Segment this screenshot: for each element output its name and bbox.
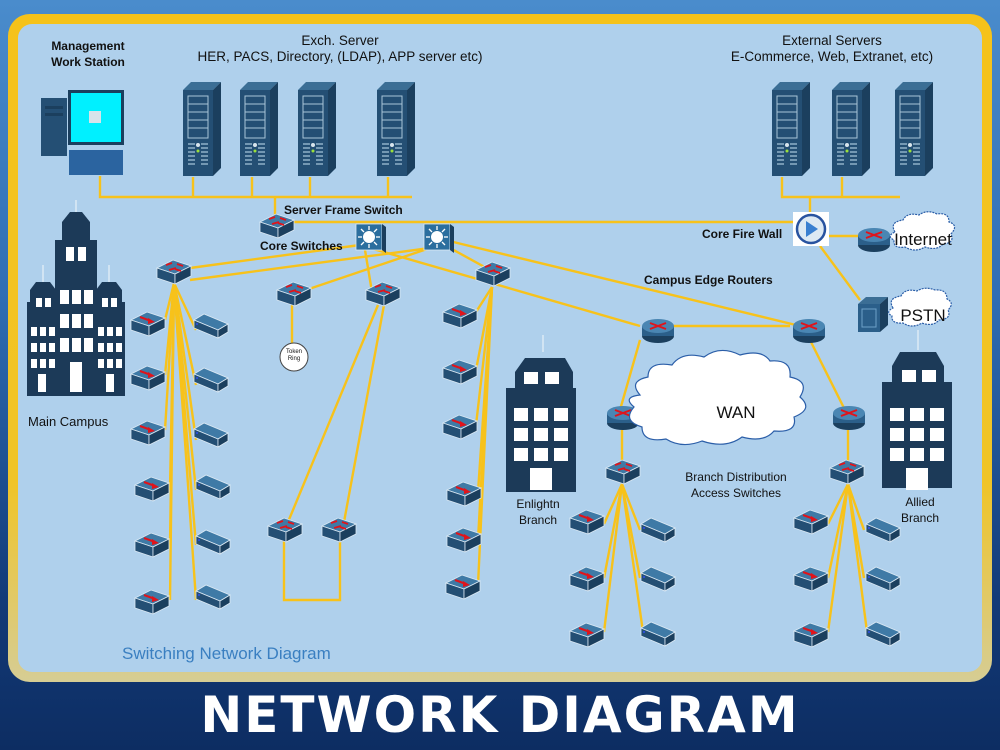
access-switch-icon [793, 566, 829, 592]
access-switch-icon [569, 566, 605, 592]
ring-switch-icon-1 [267, 517, 303, 543]
branch-distribution-switch-icon-1 [605, 459, 641, 485]
management-workstation-label: Management Work Station [40, 38, 136, 70]
campus-edge-router-icon-1 [641, 318, 675, 344]
access-switch-icon [442, 303, 478, 329]
access-switch-icon [130, 420, 166, 446]
access-switch-icon [793, 622, 829, 648]
internet-cloud-icon [889, 211, 956, 251]
hub-icon [865, 566, 901, 592]
access-switch-icon [442, 359, 478, 385]
access-switch-icon [134, 589, 170, 615]
hub-icon [193, 313, 229, 339]
wan-router-icon-2 [832, 405, 866, 431]
enlightn-branch-building-icon [506, 358, 576, 492]
label-line: Branch Distribution [685, 470, 787, 484]
wan-cloud-icon [628, 349, 807, 446]
label-line: E-Commerce, Web, Extranet, etc) [730, 49, 934, 64]
footer-title: NETWORK DIAGRAM [200, 686, 800, 744]
wan-label: WAN [716, 403, 756, 422]
branch-distribution-switch-icon-2 [829, 459, 865, 485]
ring-switch-icon-2 [321, 517, 357, 543]
campus-edge-routers-label: Campus Edge Routers [644, 273, 773, 287]
hub-icon [865, 621, 901, 647]
core-switches-label: Core Switches [260, 239, 343, 253]
label-line: Enlightn [516, 497, 560, 511]
core-firewall-label: Core Fire Wall [702, 227, 783, 241]
access-switch-icon [130, 365, 166, 391]
enlightn-branch-label: Enlightn Branch [508, 496, 568, 528]
access-switch-icon [793, 509, 829, 535]
network-links [98, 176, 900, 633]
exch-server-icon-4 [376, 81, 416, 177]
exch-server-icon-1 [182, 81, 222, 177]
access-switch-icon [445, 574, 481, 600]
external-servers-label: External Servers E-Commerce, Web, Extran… [700, 33, 964, 65]
label-line: Allied [905, 495, 935, 509]
access-switch-icon [134, 476, 170, 502]
label-line: Exch. Server [301, 33, 379, 48]
label-line: Management [51, 39, 125, 53]
branch-distribution-label: Branch Distribution Access Switches [674, 469, 798, 501]
access-switch-icon [134, 532, 170, 558]
label-line: Work Station [51, 55, 125, 69]
external-server-icon-1 [771, 81, 811, 177]
hub-icon [195, 584, 231, 610]
hub-icon [640, 566, 676, 592]
external-server-icon-2 [831, 81, 871, 177]
label-line: Access Switches [690, 486, 782, 500]
allied-branch-label: Allied Branch [890, 494, 950, 526]
hub-icon [193, 422, 229, 448]
external-server-icon-3 [894, 81, 934, 177]
hub-icon [195, 474, 231, 500]
management-workstation-icon [41, 90, 124, 175]
hub-icon [195, 529, 231, 555]
main-campus-windows [31, 247, 122, 392]
hub-icon [193, 367, 229, 393]
campus-edge-router-icon-2 [792, 318, 826, 344]
label-line: Ring [287, 356, 301, 362]
diagram-caption: Switching Network Diagram [122, 644, 331, 663]
distribution-switch-icon-1 [156, 259, 192, 285]
label-line: HER, PACS, Directory, (LDAP), APP server… [197, 49, 483, 64]
pstn-label: PSTN [900, 306, 946, 325]
exch-server-icon-3 [297, 81, 337, 177]
access-switch-icon [130, 311, 166, 337]
access-switch-icon [569, 509, 605, 535]
hub-icon [640, 517, 676, 543]
pstn-cloud-icon [888, 287, 952, 327]
label-line: Branch [518, 513, 558, 527]
pstn-gateway-icon [858, 297, 888, 332]
internet-label: Internet [894, 230, 952, 249]
core-switch-icon-2 [423, 223, 455, 254]
access-switch-icon [446, 481, 482, 507]
core-switch-icon-1 [355, 223, 387, 254]
allied-branch-building-icon [882, 352, 952, 490]
access-switch-icon [569, 622, 605, 648]
token-ring-icon [279, 342, 309, 372]
access-switch-icon [446, 527, 482, 553]
label-line: External Servers [782, 33, 882, 48]
internet-router-icon [857, 227, 891, 253]
exch-server-icon-2 [239, 81, 279, 177]
core-firewall-icon [793, 212, 829, 246]
main-campus-label: Main Campus [28, 414, 109, 429]
distribution-switch-icon-2 [276, 281, 312, 307]
access-switch-icon [442, 414, 478, 440]
server-frame-switch-label: Server Frame Switch [284, 203, 403, 217]
hub-icon [640, 621, 676, 647]
label-line: Branch [900, 511, 940, 525]
token-ring-label: Token Ring [280, 349, 308, 363]
label-line: Token [285, 349, 302, 355]
exch-server-label: Exch. Server HER, PACS, Directory, (LDAP… [160, 33, 520, 65]
